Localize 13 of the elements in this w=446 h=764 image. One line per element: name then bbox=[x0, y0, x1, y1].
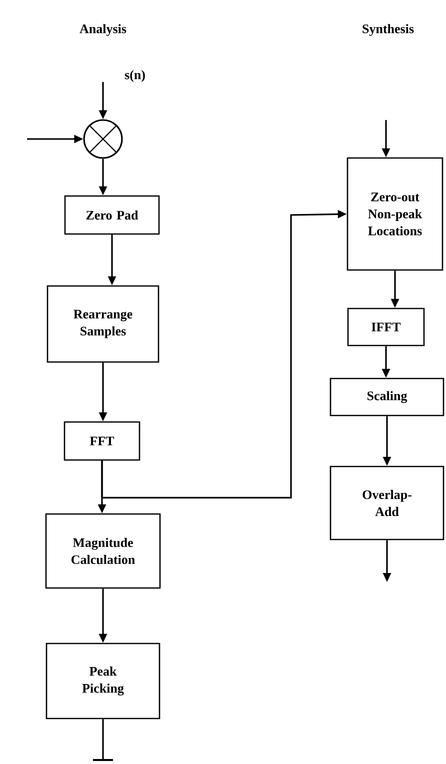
process-box: FFT bbox=[64, 421, 140, 461]
process-box: Zero Pad bbox=[64, 195, 160, 235]
process-box: Overlap- Add bbox=[330, 466, 444, 540]
process-box: IFFT bbox=[347, 308, 425, 346]
process-box: Zero-out Non-peak Locations bbox=[346, 157, 444, 271]
multiplier-circle bbox=[83, 119, 123, 159]
process-box: Scaling bbox=[330, 378, 444, 416]
process-box: Rearrange Samples bbox=[46, 285, 160, 363]
signal-label: s(n) bbox=[124, 69, 146, 83]
process-box: Peak Picking bbox=[46, 642, 160, 720]
process-box: Magnitude Calculation bbox=[45, 513, 161, 589]
column-heading: Synthesis bbox=[362, 24, 414, 36]
column-heading: Analysis bbox=[80, 24, 126, 36]
